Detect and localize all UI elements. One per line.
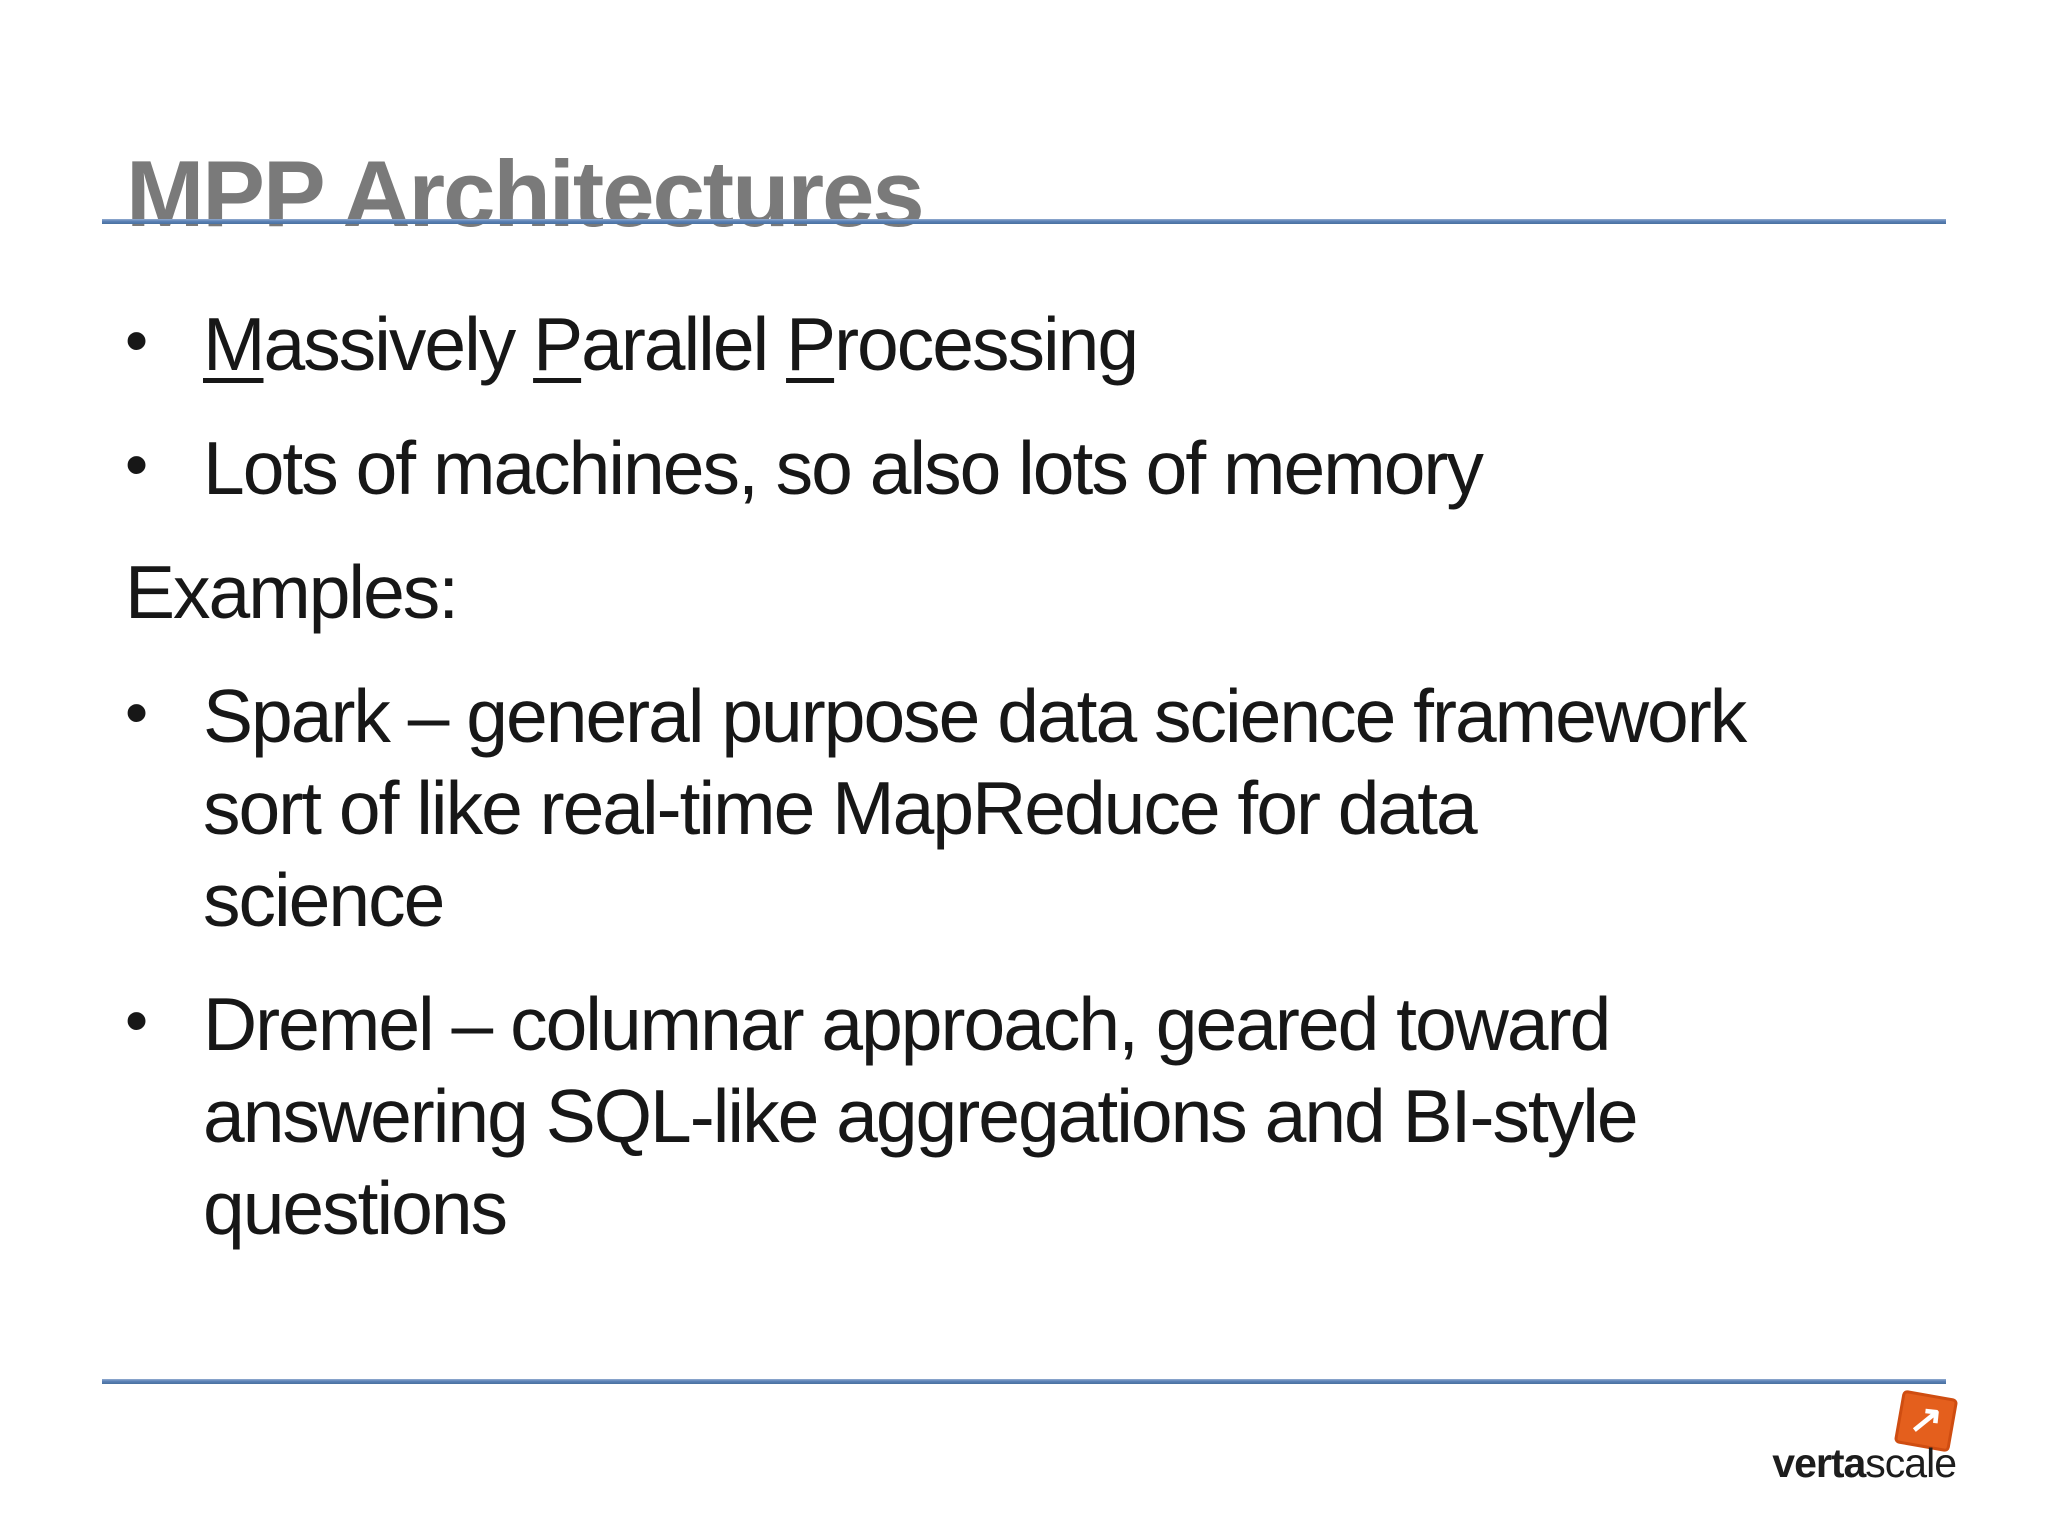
bullet-text: Lots of machines, so also lots of memory bbox=[203, 426, 1484, 510]
bullet-icon: • bbox=[125, 675, 148, 749]
bullet-text-line: questions bbox=[203, 1166, 508, 1250]
arrow-up-right-icon: ↗ bbox=[1907, 1396, 1946, 1444]
bullet-item-mpp: • Massively Parallel Processing bbox=[125, 298, 1949, 390]
brand-name-bold: verta bbox=[1772, 1440, 1866, 1486]
bullet-text-line: Spark – general purpose data science fra… bbox=[203, 674, 1747, 758]
bullet-icon: • bbox=[125, 427, 148, 501]
bullet-item-machines: • Lots of machines, so also lots of memo… bbox=[125, 422, 1949, 514]
underlined-initial: P bbox=[533, 302, 583, 386]
bullet-item-dremel: • Dremel – columnar approach, geared tow… bbox=[125, 978, 1949, 1254]
bullet-item-spark: • Spark – general purpose data science f… bbox=[125, 670, 1949, 946]
page-title: MPP Architectures bbox=[126, 140, 925, 246]
bullet-text-line: science bbox=[203, 858, 445, 942]
examples-heading: Examples: bbox=[125, 550, 459, 634]
footer-divider bbox=[102, 1379, 1946, 1384]
slide-body: • Massively Parallel Processing • Lots o… bbox=[125, 298, 1949, 1286]
bullet-text-line: Dremel – columnar approach, geared towar… bbox=[203, 982, 1611, 1066]
bullet-icon: • bbox=[125, 303, 148, 377]
bullet-text-line: answering SQL-like aggregations and BI-s… bbox=[203, 1074, 1639, 1158]
underlined-initial: M bbox=[203, 302, 266, 386]
vertascale-logo: vertascale bbox=[1772, 1440, 1957, 1487]
bullet-text: Massively Parallel Processing bbox=[203, 302, 1139, 386]
underlined-initial: P bbox=[786, 302, 836, 386]
title-divider bbox=[102, 219, 1946, 224]
bullet-icon: • bbox=[125, 983, 148, 1057]
bullet-text-line: sort of like real-time MapReduce for dat… bbox=[203, 766, 1478, 850]
brand-name-light: scale bbox=[1865, 1440, 1957, 1486]
